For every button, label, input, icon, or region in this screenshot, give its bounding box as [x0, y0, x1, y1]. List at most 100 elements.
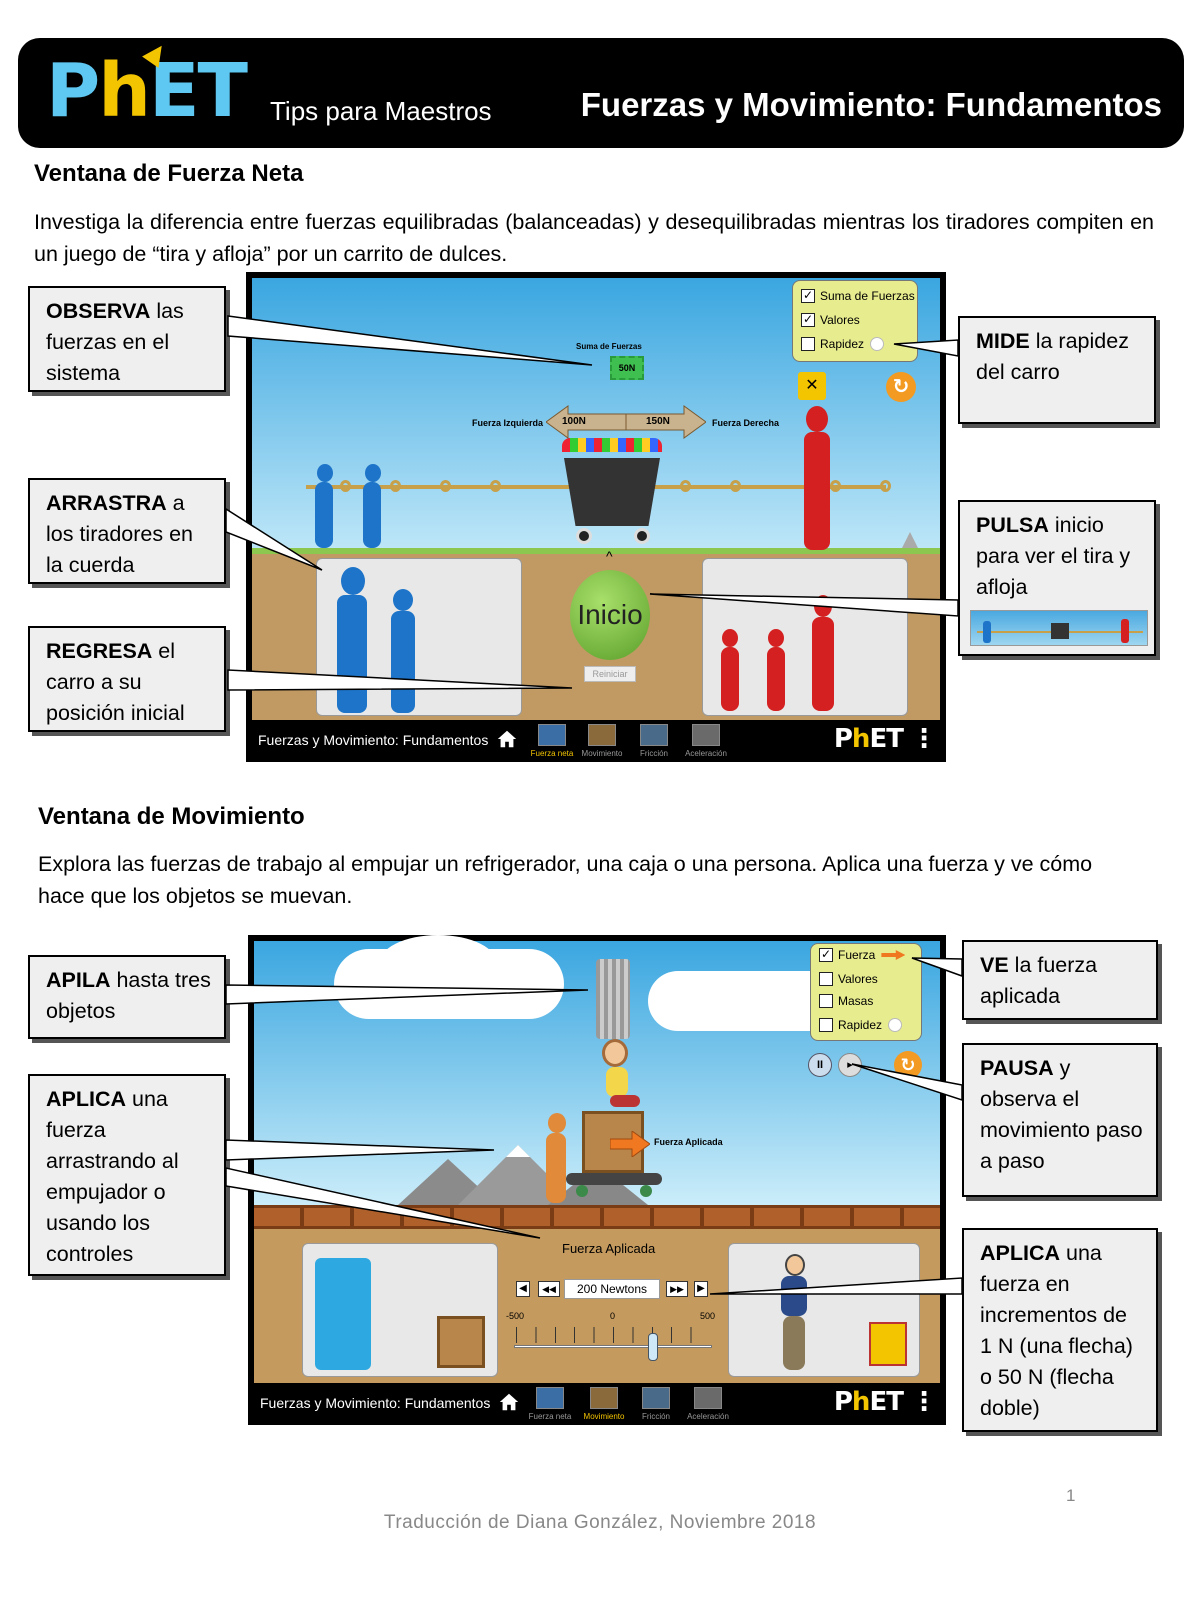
small-crate[interactable] [437, 1316, 485, 1368]
rope-knot[interactable] [830, 480, 841, 492]
applied-force-slider[interactable] [514, 1345, 712, 1348]
rope-knot[interactable] [390, 480, 401, 492]
candy-cart[interactable] [564, 458, 660, 526]
checkbox-force[interactable]: ✓Fuerza [819, 947, 906, 962]
gift-box[interactable] [869, 1322, 907, 1366]
section-description-motion: Explora las fuerzas de trabajo al empuja… [38, 852, 1093, 908]
tab-thumbnail [538, 724, 566, 746]
pause-button[interactable]: II [808, 1053, 832, 1077]
red-puller[interactable] [794, 406, 838, 552]
callout-see-force: VE la fuerza aplicada [962, 940, 1158, 1020]
reset-all-icon[interactable]: ↻ [894, 1051, 922, 1079]
checkbox-sum-of-forces[interactable]: ✓Suma de Fuerzas [801, 288, 915, 303]
section-title-net-force: Ventana de Fuerza Neta [34, 160, 304, 187]
tab-acceleration[interactable]: Aceleración [680, 724, 732, 762]
checkbox-values[interactable]: ✓Valores [801, 312, 860, 327]
phet-menu-logo[interactable]: PhET ⋮ [833, 724, 937, 754]
section-description-net-force: Investiga la diferencia entre fuerzas eq… [34, 210, 1154, 266]
page-number: 1 [1066, 1486, 1076, 1505]
callout-stack: APILA hasta tres objetos [28, 955, 226, 1039]
net-force-sim-screen: ^ 100N 150N Fuerza Izquierda Fuerza Dere… [246, 272, 946, 762]
red-puller[interactable] [807, 595, 839, 713]
rope-knot[interactable] [440, 480, 451, 492]
sound-off-icon[interactable]: ✕ [798, 372, 826, 400]
header-title: Fuerzas y Movimiento: Fundamentos [580, 86, 1162, 123]
blue-puller[interactable] [327, 567, 377, 717]
left-object-toolbox [302, 1243, 498, 1377]
cart-marker-icon: ^ [606, 548, 613, 564]
checkbox-speed[interactable]: Rapidez [801, 337, 885, 351]
home-icon[interactable] [498, 1391, 520, 1413]
increment-50-button[interactable]: ▶▶ [666, 1281, 688, 1297]
blue-puller[interactable] [358, 464, 388, 550]
checkbox-box[interactable] [819, 994, 833, 1008]
checkbox-box[interactable]: ✓ [819, 947, 833, 962]
slider-thumb[interactable] [647, 1333, 658, 1361]
rope-knot[interactable] [340, 480, 351, 492]
callout-press-start: PULSA inicio para ver el tira y afloja [958, 500, 1156, 656]
refrigerator[interactable] [315, 1258, 371, 1370]
phet-menu-logo[interactable]: PhET ⋮ [833, 1387, 937, 1417]
rope-stopper [902, 532, 918, 548]
checkbox-box[interactable]: ✓ [801, 312, 815, 327]
start-button[interactable]: Inicio [570, 570, 650, 660]
checkbox-box[interactable] [819, 1018, 833, 1032]
sum-of-forces-arrow: 50N [610, 356, 644, 380]
decrement-50-button[interactable]: ◀◀ [538, 1281, 560, 1297]
increment-1-button[interactable]: ▶ [694, 1281, 708, 1297]
decrement-1-button[interactable]: ◀ [516, 1281, 530, 1297]
blue-puller[interactable] [310, 464, 340, 550]
callout-drag: ARRASTRA a los tiradores en la cuerda [28, 478, 226, 584]
tab-thumbnail [588, 724, 616, 746]
blue-puller[interactable] [383, 589, 423, 715]
girl-on-crate[interactable] [592, 1039, 640, 1111]
tab-friction[interactable]: Fricción [628, 724, 680, 762]
home-icon[interactable] [496, 728, 518, 750]
speedometer-icon [888, 1018, 903, 1032]
trash-can[interactable] [596, 959, 630, 1039]
checkbox-speed[interactable]: Rapidez [819, 1018, 903, 1032]
man[interactable] [777, 1254, 811, 1372]
rope-knot[interactable] [880, 480, 891, 492]
section-title-motion: Ventana de Movimiento [38, 803, 305, 830]
rope-knot[interactable] [680, 480, 691, 492]
red-puller[interactable] [717, 629, 743, 713]
reset-cart-button[interactable]: Reiniciar [584, 666, 636, 682]
callout-increment: APLICA una fuerza en incrementos de 1 N … [962, 1228, 1158, 1432]
sim-title: Fuerzas y Movimiento: Fundamentos [260, 1395, 491, 1411]
force-arrows [546, 405, 706, 439]
tab-net-force[interactable]: Fuerza neta [524, 1387, 576, 1425]
left-force-label: Fuerza Izquierda [472, 418, 544, 428]
callout-apply-drag: APLICA una fuerza arrastrando al empujad… [28, 1074, 226, 1276]
checkbox-masses[interactable]: Masas [819, 994, 873, 1008]
rope-knot[interactable] [490, 480, 501, 492]
checkbox-box[interactable] [819, 972, 833, 986]
checkbox-box[interactable]: ✓ [801, 288, 815, 303]
tab-thumbnail [692, 724, 720, 746]
step-button[interactable]: ▸ [838, 1053, 862, 1077]
pusher[interactable] [538, 1113, 572, 1205]
checkbox-values[interactable]: Valores [819, 972, 878, 986]
reset-all-icon[interactable]: ↻ [886, 372, 916, 402]
right-object-toolbox [728, 1243, 920, 1377]
tab-acceleration[interactable]: Aceleración [682, 1387, 734, 1425]
skateboard-wheel [640, 1185, 652, 1197]
red-puller[interactable] [763, 629, 789, 713]
rope-knot[interactable] [730, 480, 741, 492]
applied-force-arrow [610, 1131, 650, 1157]
checkbox-box[interactable] [801, 337, 815, 351]
tab-thumbnail [536, 1387, 564, 1409]
tab-motion[interactable]: Movimiento [576, 724, 628, 762]
force-arrow-icon [881, 950, 906, 960]
display-options-panel: ✓Fuerza Valores Masas Rapidez [810, 943, 922, 1041]
tab-motion[interactable]: Movimiento [578, 1387, 630, 1425]
callout-observe: OBSERVA las fuerzas en el sistema [28, 286, 226, 392]
right-force-label: Fuerza Derecha [712, 418, 780, 428]
display-options-panel: ✓Suma de Fuerzas ✓Valores Rapidez [792, 280, 918, 362]
phet-logo: PhET [46, 48, 248, 134]
tab-thumbnail [694, 1387, 722, 1409]
tab-net-force[interactable]: Fuerza neta [526, 724, 578, 762]
tab-friction[interactable]: Fricción [630, 1387, 682, 1425]
slider-min-label: -500 [506, 1311, 525, 1321]
brick-ground [254, 1205, 940, 1229]
